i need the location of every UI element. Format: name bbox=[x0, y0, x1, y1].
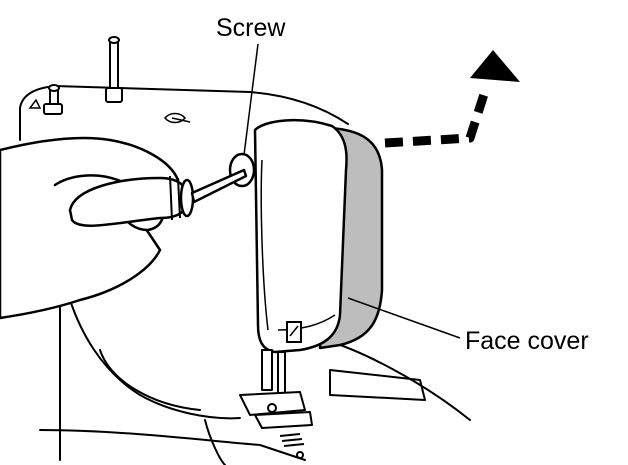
leader-lines bbox=[243, 43, 461, 339]
screwdriver-icon bbox=[68, 168, 248, 227]
spool-pin-short bbox=[43, 84, 63, 115]
needle-plate bbox=[279, 433, 305, 459]
face-cover-label: Face cover bbox=[465, 327, 589, 355]
presser-foot bbox=[239, 349, 313, 429]
hand bbox=[0, 136, 180, 320]
face-cover-leader-line bbox=[347, 297, 461, 339]
face-cover bbox=[253, 118, 384, 354]
screw-leader-line bbox=[243, 43, 259, 156]
dashed-arrow-icon bbox=[384, 50, 520, 148]
small-marks bbox=[28, 98, 191, 124]
screw-label: Screw bbox=[216, 14, 286, 42]
spool-pin-tall bbox=[105, 36, 123, 103]
